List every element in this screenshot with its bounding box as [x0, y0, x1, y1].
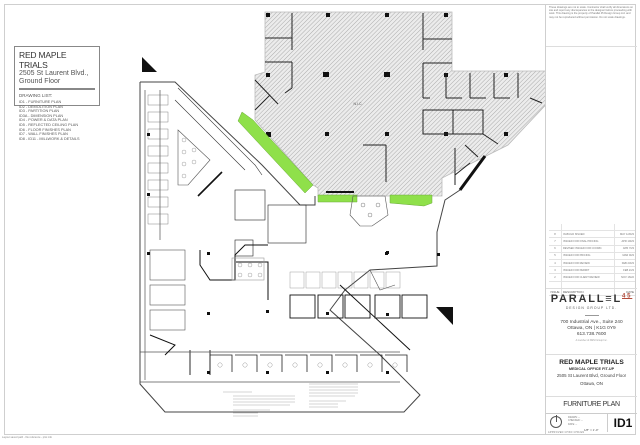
divider	[19, 88, 95, 90]
nic-label: N.I.C.	[354, 102, 363, 106]
project-title: RED MAPLE TRIALS	[559, 359, 624, 366]
drawing-scale: 1/8" = 1'-0"	[584, 428, 599, 432]
sheet-title: FURNITURE PLAN	[563, 401, 620, 408]
project-address-line2: Ground Floor	[19, 78, 61, 85]
project-address-line2: Ottawa, ON	[580, 380, 603, 386]
section-marker-right	[436, 307, 453, 325]
firm-tagline: A member of AMSI Group Inc.	[575, 339, 608, 342]
firm-superscript: 45	[622, 293, 633, 300]
drawing-list-item: ID5 - REFLECTED CEILING PLAN	[19, 122, 79, 127]
project-address-line1: 2505 St Laurent Blvd.,	[19, 70, 89, 77]
divider	[546, 288, 637, 289]
firm-logo: PARALL≡L45 DESIGN GROUP LTD. 700 Industr…	[546, 293, 637, 342]
project-block: RED MAPLE TRIALS MEDICAL OFFICE FIT-UP 2…	[546, 359, 637, 386]
drawing-list: ID1 - FURNITURE PLAN ID2 - DEMOLITION PL…	[19, 100, 95, 141]
signoff-row: APPROVED CHKD CHK/EN	[548, 431, 585, 434]
divider	[546, 354, 637, 355]
firm-name: PARALL≡L	[550, 293, 623, 305]
drawing-list-item: ID2 - DEMOLITION PLAN	[19, 104, 63, 109]
north-arrow-icon	[550, 415, 562, 428]
reception-desk	[349, 195, 389, 227]
plot-footer-note: Layout saved path - file reference - plo…	[2, 436, 52, 439]
drawing-list-label: DRAWING LIST:	[19, 93, 53, 98]
drawing-meta: DRAWN: -- CHECKED: -- DATE: --	[568, 416, 583, 426]
nic-area: N.I.C.	[254, 11, 545, 197]
project-title: RED MAPLE TRIALS	[19, 50, 67, 70]
firm-subtitle: DESIGN GROUP LTD.	[565, 306, 618, 310]
section-marker-left	[142, 57, 157, 72]
drawing-list-item: ID6 - FLOOR FINISHES PLAN	[19, 127, 71, 132]
title-block-footer: DRAWN: -- CHECKED: -- DATE: -- 1/8" = 1'…	[546, 413, 637, 436]
divider	[546, 396, 637, 397]
divider	[546, 46, 637, 47]
office-rooms	[140, 87, 428, 383]
project-address-line1: 2505 St Laurent Blvd, Ground Floor	[556, 373, 627, 378]
sheet-border	[4, 4, 636, 435]
firm-phone: 613.738.7600	[576, 332, 607, 337]
title-block: These drawings are not to scale. Contrac…	[545, 4, 637, 436]
drawing-list-item: ID1 - FURNITURE PLAN	[19, 100, 62, 104]
planters	[237, 111, 433, 207]
floor-plan: N.I.C.	[139, 11, 545, 417]
building-outline	[139, 81, 461, 413]
columns	[147, 133, 440, 374]
project-info-box: RED MAPLE TRIALS 2505 St Laurent Blvd., …	[14, 46, 100, 141]
plan-notes	[223, 383, 358, 417]
divider	[584, 315, 599, 316]
project-subtitle: MEDICAL OFFICE FIT-UP	[568, 367, 615, 371]
general-notes: These drawings are not to scale. Contrac…	[549, 6, 634, 19]
drawing-list-item: ID4 - POWER & DATA PLAN	[19, 118, 68, 123]
drawing-list-item: ID8 - ID11 - MILLWORK & DETAILS	[19, 136, 80, 141]
drawing-list-item: ID3 - PARTITION PLAN	[19, 109, 60, 114]
drawing-list-item: ID7 - WALL FINISHES PLAN	[19, 132, 68, 137]
drawing-list-item: ID3A - DIMENSION PLAN	[19, 113, 64, 118]
firm-address-line1: 700 Industrial Ave., Suite 240	[560, 320, 623, 325]
firm-address-line2: Ottawa, ON | K1G 0Y9	[567, 326, 616, 331]
sheet-number: ID1	[607, 414, 638, 432]
